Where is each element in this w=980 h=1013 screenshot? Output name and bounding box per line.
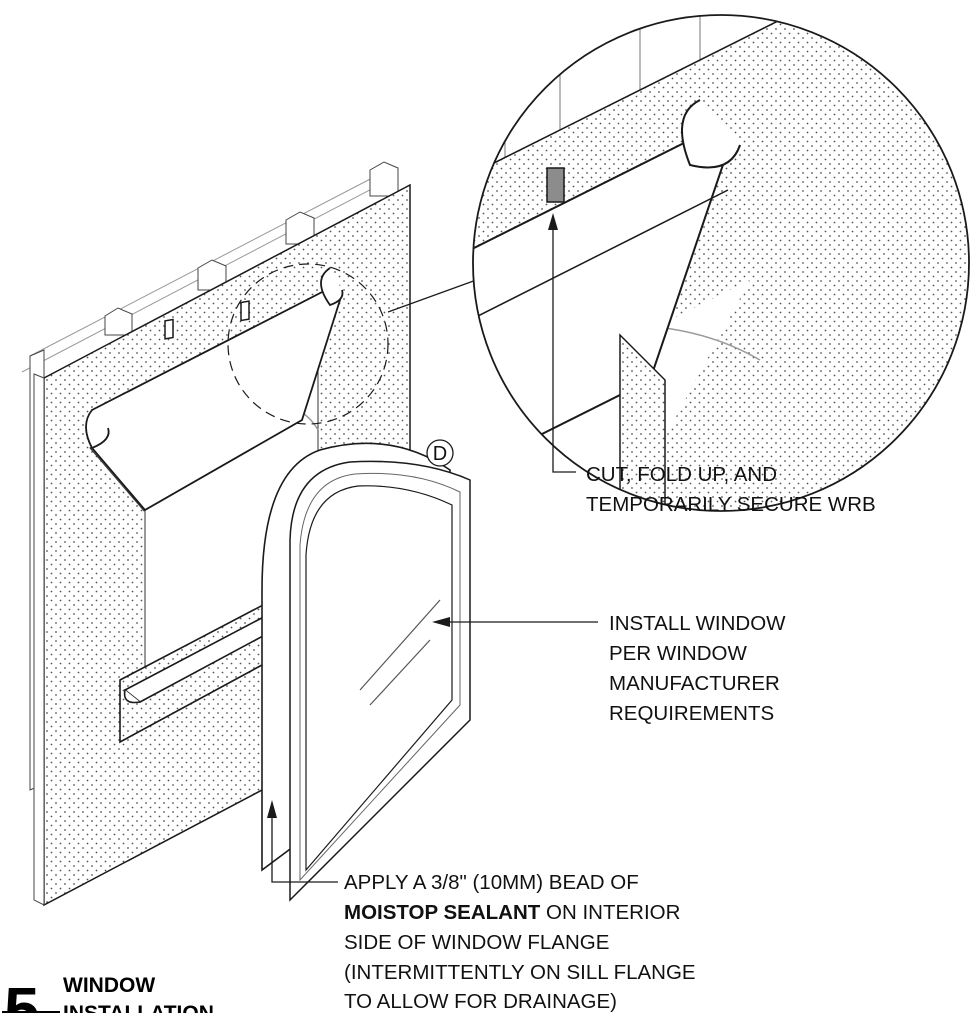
fastener-tab [164,318,174,340]
note-sealant-line3: SIDE OF WINDOW FLANGE [344,931,609,954]
note-sealant-line5: TO ALLOW FOR DRAINAGE) [344,990,617,1013]
note-install-line3: MANUFACTURER [609,672,780,695]
note-install-line4: REQUIREMENTS [609,702,774,725]
sealant-leader [271,815,338,883]
arrowhead [548,213,558,230]
panel-edge [33,373,45,906]
note-sealant-line4: (INTERMITTENTLY ON SILL FLANGE [344,961,696,984]
note-cut-fold-line1: CUT, FOLD UP, AND [586,463,777,486]
wrb-head-flap [85,267,344,512]
detail-circle-outline [472,14,970,512]
step-number: 5 [4,974,40,1013]
note-install-line1: INSTALL WINDOW [609,612,786,635]
arrowhead [267,800,277,818]
note-sealant-line1: APPLY A 3/8" (10MM) BEAD OF [344,871,639,894]
callout-d-circle [426,439,454,467]
step-title-line2: INSTALLATION [63,1002,214,1013]
cut-fold-leader [552,227,576,473]
note-cut-fold-line2: TEMPORARILY SECURE WRB [586,493,876,516]
detail-callout-circle [227,263,389,425]
sealant-product-name: MOISTOP SEALANT [344,901,541,924]
window-unit [261,442,471,902]
callout-d-letter: D [433,443,447,465]
fastener-tab [240,300,250,322]
arrowhead [432,617,450,627]
sealant-line2-rest: ON INTERIOR [540,901,680,924]
detail-view [473,15,969,511]
temporary-tab [546,167,565,203]
note-install-line2: PER WINDOW [609,642,747,665]
note-sealant-line2: MOISTOP SEALANT ON INTERIOR [344,901,680,924]
step-title-line1: WINDOW [63,974,155,997]
